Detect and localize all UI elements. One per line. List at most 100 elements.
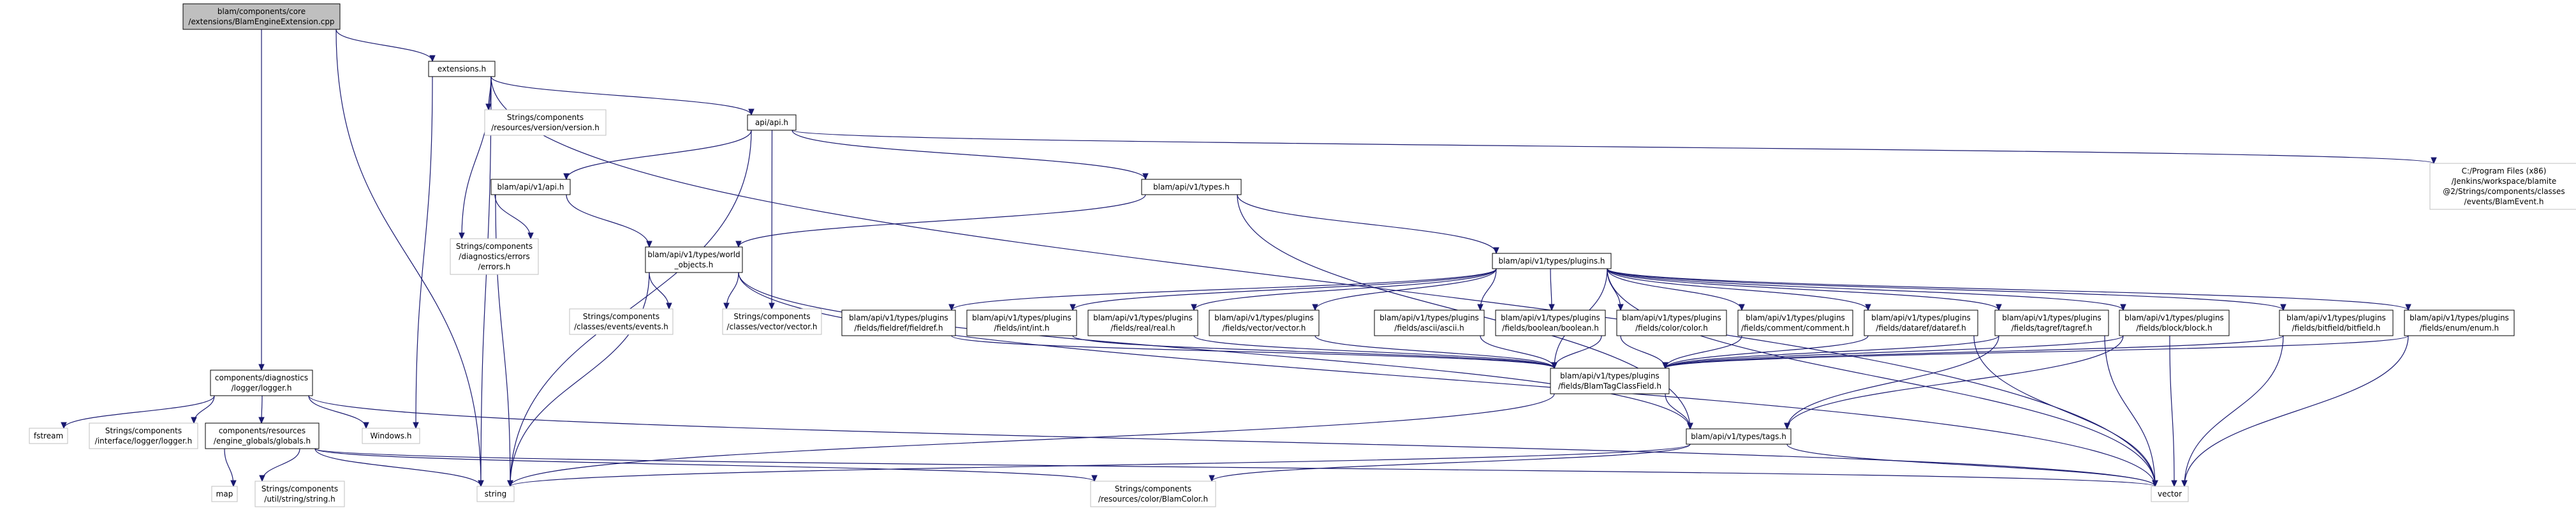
node-vecfield[interactable]: blam/api/v1/types/plugins/fields/vector/… (1209, 310, 1320, 336)
node-ascii[interactable]: blam/api/v1/types/plugins/fields/ascii/a… (1374, 310, 1485, 336)
node-block[interactable]: blam/api/v1/types/plugins/fields/block/b… (2119, 310, 2230, 336)
node-ascii-label-line: blam/api/v1/types/plugins (1380, 313, 1479, 322)
node-errors-box (450, 238, 539, 275)
node-enum-label-line: blam/api/v1/types/plugins (2410, 313, 2509, 322)
edge-plugins-to-enum (1607, 268, 2409, 311)
node-fstream-box (29, 428, 68, 444)
node-plugins-box (1492, 253, 1612, 269)
arrowhead-plugins-to-comment (1739, 304, 1745, 311)
arrowhead-plugins-to-boolean (1549, 304, 1555, 311)
node-enum[interactable]: blam/api/v1/types/plugins/fields/enum/en… (2404, 310, 2515, 336)
node-stringh-label-line: /util/string/string.h (264, 495, 335, 504)
arrowhead-globals-to-blamcolor (1091, 475, 1098, 482)
edge-plugins-to-comment (1607, 268, 1742, 311)
node-ascii-label-line: /fields/ascii/ascii.h (1394, 324, 1464, 332)
arrowhead-logger-to-windows (363, 422, 369, 430)
node-api[interactable]: api/api.h (747, 114, 797, 131)
node-btcf-box (1550, 368, 1670, 394)
node-tagref[interactable]: blam/api/v1/types/plugins/fields/tagref/… (1994, 310, 2109, 336)
node-types-box (1141, 179, 1242, 195)
arrowhead-tags-to-string (507, 480, 513, 488)
node-globals[interactable]: components/resources/engine_globals/glob… (205, 422, 320, 449)
edge-block-to-btcf (1665, 335, 2124, 369)
arrowhead-plugins-to-real (1191, 304, 1197, 311)
arrowhead-plugins-to-tagref (1996, 304, 2002, 311)
node-color-label-line: blam/api/v1/types/plugins (1622, 313, 1721, 322)
node-logger-label-line: components/diagnostics (215, 373, 308, 382)
arrowhead-globals-to-stringh (259, 475, 265, 482)
node-errors: Strings/components/diagnostics/errors/er… (450, 238, 539, 275)
node-real-label-line: /fields/real/real.h (1110, 324, 1175, 332)
node-world[interactable]: blam/api/v1/types/world_objects.h (645, 246, 743, 273)
edge-types-to-plugins (1237, 194, 1497, 254)
edge-bitfield-to-vector (2184, 335, 2284, 487)
edge-tagref-to-vector (2104, 335, 2156, 487)
edge-plugins-to-tagref (1607, 268, 1999, 311)
node-event-label-line: /Jenkins/workspace/blamite (2452, 177, 2556, 186)
edge-api-to-apiv1 (566, 130, 752, 180)
node-main[interactable]: blam/components/core/extensions/BlamEngi… (182, 3, 341, 30)
arrowhead-plugins-to-int (1070, 304, 1076, 311)
node-boolean[interactable]: blam/api/v1/types/plugins/fields/boolean… (1495, 310, 1606, 336)
arrowhead-ext-to-version (485, 103, 492, 111)
node-ilogger-label-line: Strings/components (105, 426, 182, 435)
edge-comment-to-btcf (1665, 335, 1742, 369)
nodes-layer: blam/components/core/extensions/BlamEngi… (29, 3, 2576, 507)
node-bitfield[interactable]: blam/api/v1/types/plugins/fields/bitfiel… (2279, 310, 2394, 336)
arrowhead-plugins-to-fieldref (948, 304, 955, 311)
arrowhead-types-to-world (735, 241, 742, 248)
arrowhead-globals-to-vector (2152, 480, 2158, 488)
node-ext[interactable]: extensions.h (428, 61, 496, 77)
edge-main-to-ext (335, 29, 433, 62)
node-btcf[interactable]: blam/api/v1/types/plugins/fields/BlamTag… (1550, 368, 1670, 394)
arrowhead-plugins-to-color (1617, 304, 1624, 311)
node-blamcolor-box (1090, 481, 1216, 507)
node-comment[interactable]: blam/api/v1/types/plugins/fields/comment… (1737, 310, 1853, 336)
node-event-label-line: /events/BlamEvent.h (2464, 197, 2544, 206)
node-vector: vector (2151, 486, 2189, 502)
edge-bitfield-to-btcf (1665, 335, 2284, 369)
node-events-box (569, 308, 673, 335)
edge-globals-to-vector (314, 448, 2156, 487)
node-int-label-line: /fields/int/int.h (994, 324, 1050, 332)
node-events: Strings/components/classes/events/events… (569, 308, 673, 335)
arrowhead-plugins-to-dataref (1865, 304, 1871, 311)
node-int[interactable]: blam/api/v1/types/plugins/fields/int/int… (966, 310, 1077, 336)
edge-world-to-string (510, 272, 650, 487)
node-map: map (211, 486, 238, 502)
node-color[interactable]: blam/api/v1/types/plugins/fields/color/c… (1616, 310, 1727, 336)
node-tags[interactable]: blam/api/v1/types/tags.h (1686, 428, 1792, 445)
node-map-box (211, 486, 238, 502)
edge-ascii-to-btcf (1480, 335, 1555, 369)
node-vectorh-label-line: Strings/components (733, 312, 810, 321)
node-logger[interactable]: components/diagnostics/logger/logger.h (210, 370, 313, 396)
arrowhead-block-to-vector (2171, 480, 2177, 488)
node-dataref-box (1864, 310, 1978, 336)
edge-tagref-to-btcf (1665, 335, 1999, 369)
node-fieldref[interactable]: blam/api/v1/types/plugins/fields/fieldre… (841, 310, 956, 336)
node-tagref-box (1994, 310, 2109, 336)
edge-tags-to-vector (1786, 444, 2156, 487)
node-world-label-line: blam/api/v1/types/world (647, 250, 740, 259)
node-apiv1[interactable]: blam/api/v1/api.h (490, 179, 571, 195)
edge-api-to-types (791, 130, 1146, 180)
edge-api-to-event (791, 130, 2434, 164)
node-windows-box (362, 428, 420, 444)
node-types-label-line: blam/api/v1/types.h (1153, 183, 1230, 191)
node-types[interactable]: blam/api/v1/types.h (1141, 179, 1242, 195)
node-plugins[interactable]: blam/api/v1/types/plugins.h (1492, 253, 1612, 269)
node-dataref[interactable]: blam/api/v1/types/plugins/fields/dataref… (1864, 310, 1978, 336)
edge-tags-to-blamcolor (1211, 444, 1691, 482)
arrowhead-plugins-to-ascii (1477, 304, 1483, 311)
node-windows: Windows.h (362, 428, 420, 444)
arrowhead-logger-to-ilogger (191, 417, 197, 424)
node-real[interactable]: blam/api/v1/types/plugins/fields/real/re… (1087, 310, 1198, 336)
edge-block-to-tags (1786, 335, 2124, 430)
arrowhead-tags-to-blamcolor (1209, 475, 1215, 482)
node-event: C:/Program Files (x86)/Jenkins/workspace… (2429, 163, 2576, 210)
edge-world-to-events (649, 272, 670, 310)
node-tagref-label-line: /fields/tagref/tagref.h (2012, 324, 2093, 332)
arrowhead-block-to-tags (1784, 422, 1790, 430)
node-boolean-label-line: blam/api/v1/types/plugins (1501, 313, 1600, 322)
